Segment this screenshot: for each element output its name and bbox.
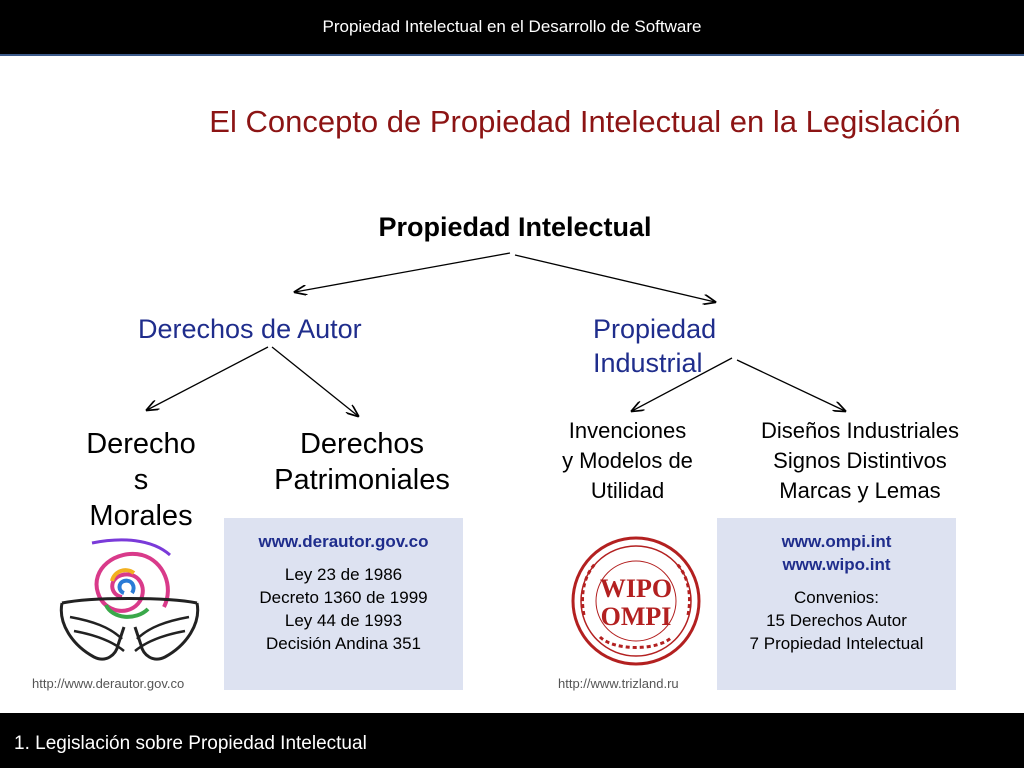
info-box-ompi: www.ompi.int www.wipo.int Convenios: 15 … (717, 518, 956, 690)
header-bar: Propiedad Intelectual en el Desarrollo d… (0, 0, 1024, 56)
seal-text-ompi: OMPI (601, 602, 672, 631)
hands-spiral-icon (59, 538, 200, 661)
image-caption-right[interactable]: http://www.trizland.ru (558, 676, 679, 691)
convenio-item: 7 Propiedad Intelectual (749, 634, 924, 653)
arrow-autor-to-patrimoniales (271, 346, 358, 416)
leaf-line: Derecho (86, 428, 196, 460)
arrow-root-to-industrial (514, 254, 715, 302)
derautor-link[interactable]: www.derautor.gov.co (258, 532, 429, 551)
info-box-derautor: www.derautor.gov.co Ley 23 de 1986 Decre… (224, 518, 463, 690)
wipo-link[interactable]: www.wipo.int (782, 555, 891, 574)
convenio-item: 15 Derechos Autor (766, 611, 907, 630)
arrow-industrial-to-invenciones (632, 357, 733, 411)
law-item: Ley 44 de 1993 (284, 611, 403, 630)
node-derechos-morales: Derecho s Morales (72, 426, 210, 534)
slide-title: El Concepto de Propiedad Intelectual en … (209, 104, 961, 139)
leaf-line: Diseños Industriales (760, 418, 960, 443)
leaf-line: Invenciones (568, 418, 687, 443)
node-industrial-line1: Propiedad (593, 314, 717, 344)
footer-bar: 1. Legislación sobre Propiedad Intelectu… (0, 713, 1024, 768)
node-invenciones: Invenciones y Modelos de Utilidad (540, 416, 715, 506)
node-derechos-autor: Derechos de Autor (138, 314, 362, 344)
seal-text-wipo: WIPO (600, 574, 672, 603)
node-derechos-patrimoniales: Derechos Patrimoniales (262, 426, 462, 498)
node-disenos-industriales: Diseños Industriales Signos Distintivos … (735, 416, 985, 506)
law-item: Ley 23 de 1986 (284, 565, 403, 584)
arrow-autor-to-morales (147, 346, 269, 410)
node-propiedad-industrial: Propiedad Industrial (593, 312, 716, 380)
leaf-line: y Modelos de (562, 448, 693, 473)
node-industrial-line2: Industrial (593, 348, 703, 378)
footer-label: 1. Legislación sobre Propiedad Intelectu… (14, 733, 367, 754)
arrow-root-to-autor (295, 252, 511, 292)
convenio-item: Convenios: (793, 588, 880, 607)
leaf-line: s (133, 464, 149, 496)
leaf-line: Marcas y Lemas (779, 478, 941, 503)
law-item: Decisión Andina 351 (265, 634, 421, 653)
image-caption-left[interactable]: http://www.derautor.gov.co (32, 676, 185, 691)
leaf-line: Utilidad (590, 478, 665, 503)
node-propiedad-intelectual: Propiedad Intelectual (378, 212, 652, 242)
leaf-line: Patrimoniales (274, 464, 450, 496)
leaf-line: Signos Distintivos (773, 448, 947, 473)
ompi-link[interactable]: www.ompi.int (781, 532, 892, 551)
law-item: Decreto 1360 de 1999 (259, 588, 428, 607)
arrow-industrial-to-disenos (736, 359, 845, 411)
presentation-title: Propiedad Intelectual en el Desarrollo d… (322, 17, 702, 36)
wipo-ompi-seal: WIPO OMPI (571, 536, 701, 666)
leaf-line: Morales (89, 500, 193, 532)
leaf-line: Derechos (299, 428, 425, 460)
